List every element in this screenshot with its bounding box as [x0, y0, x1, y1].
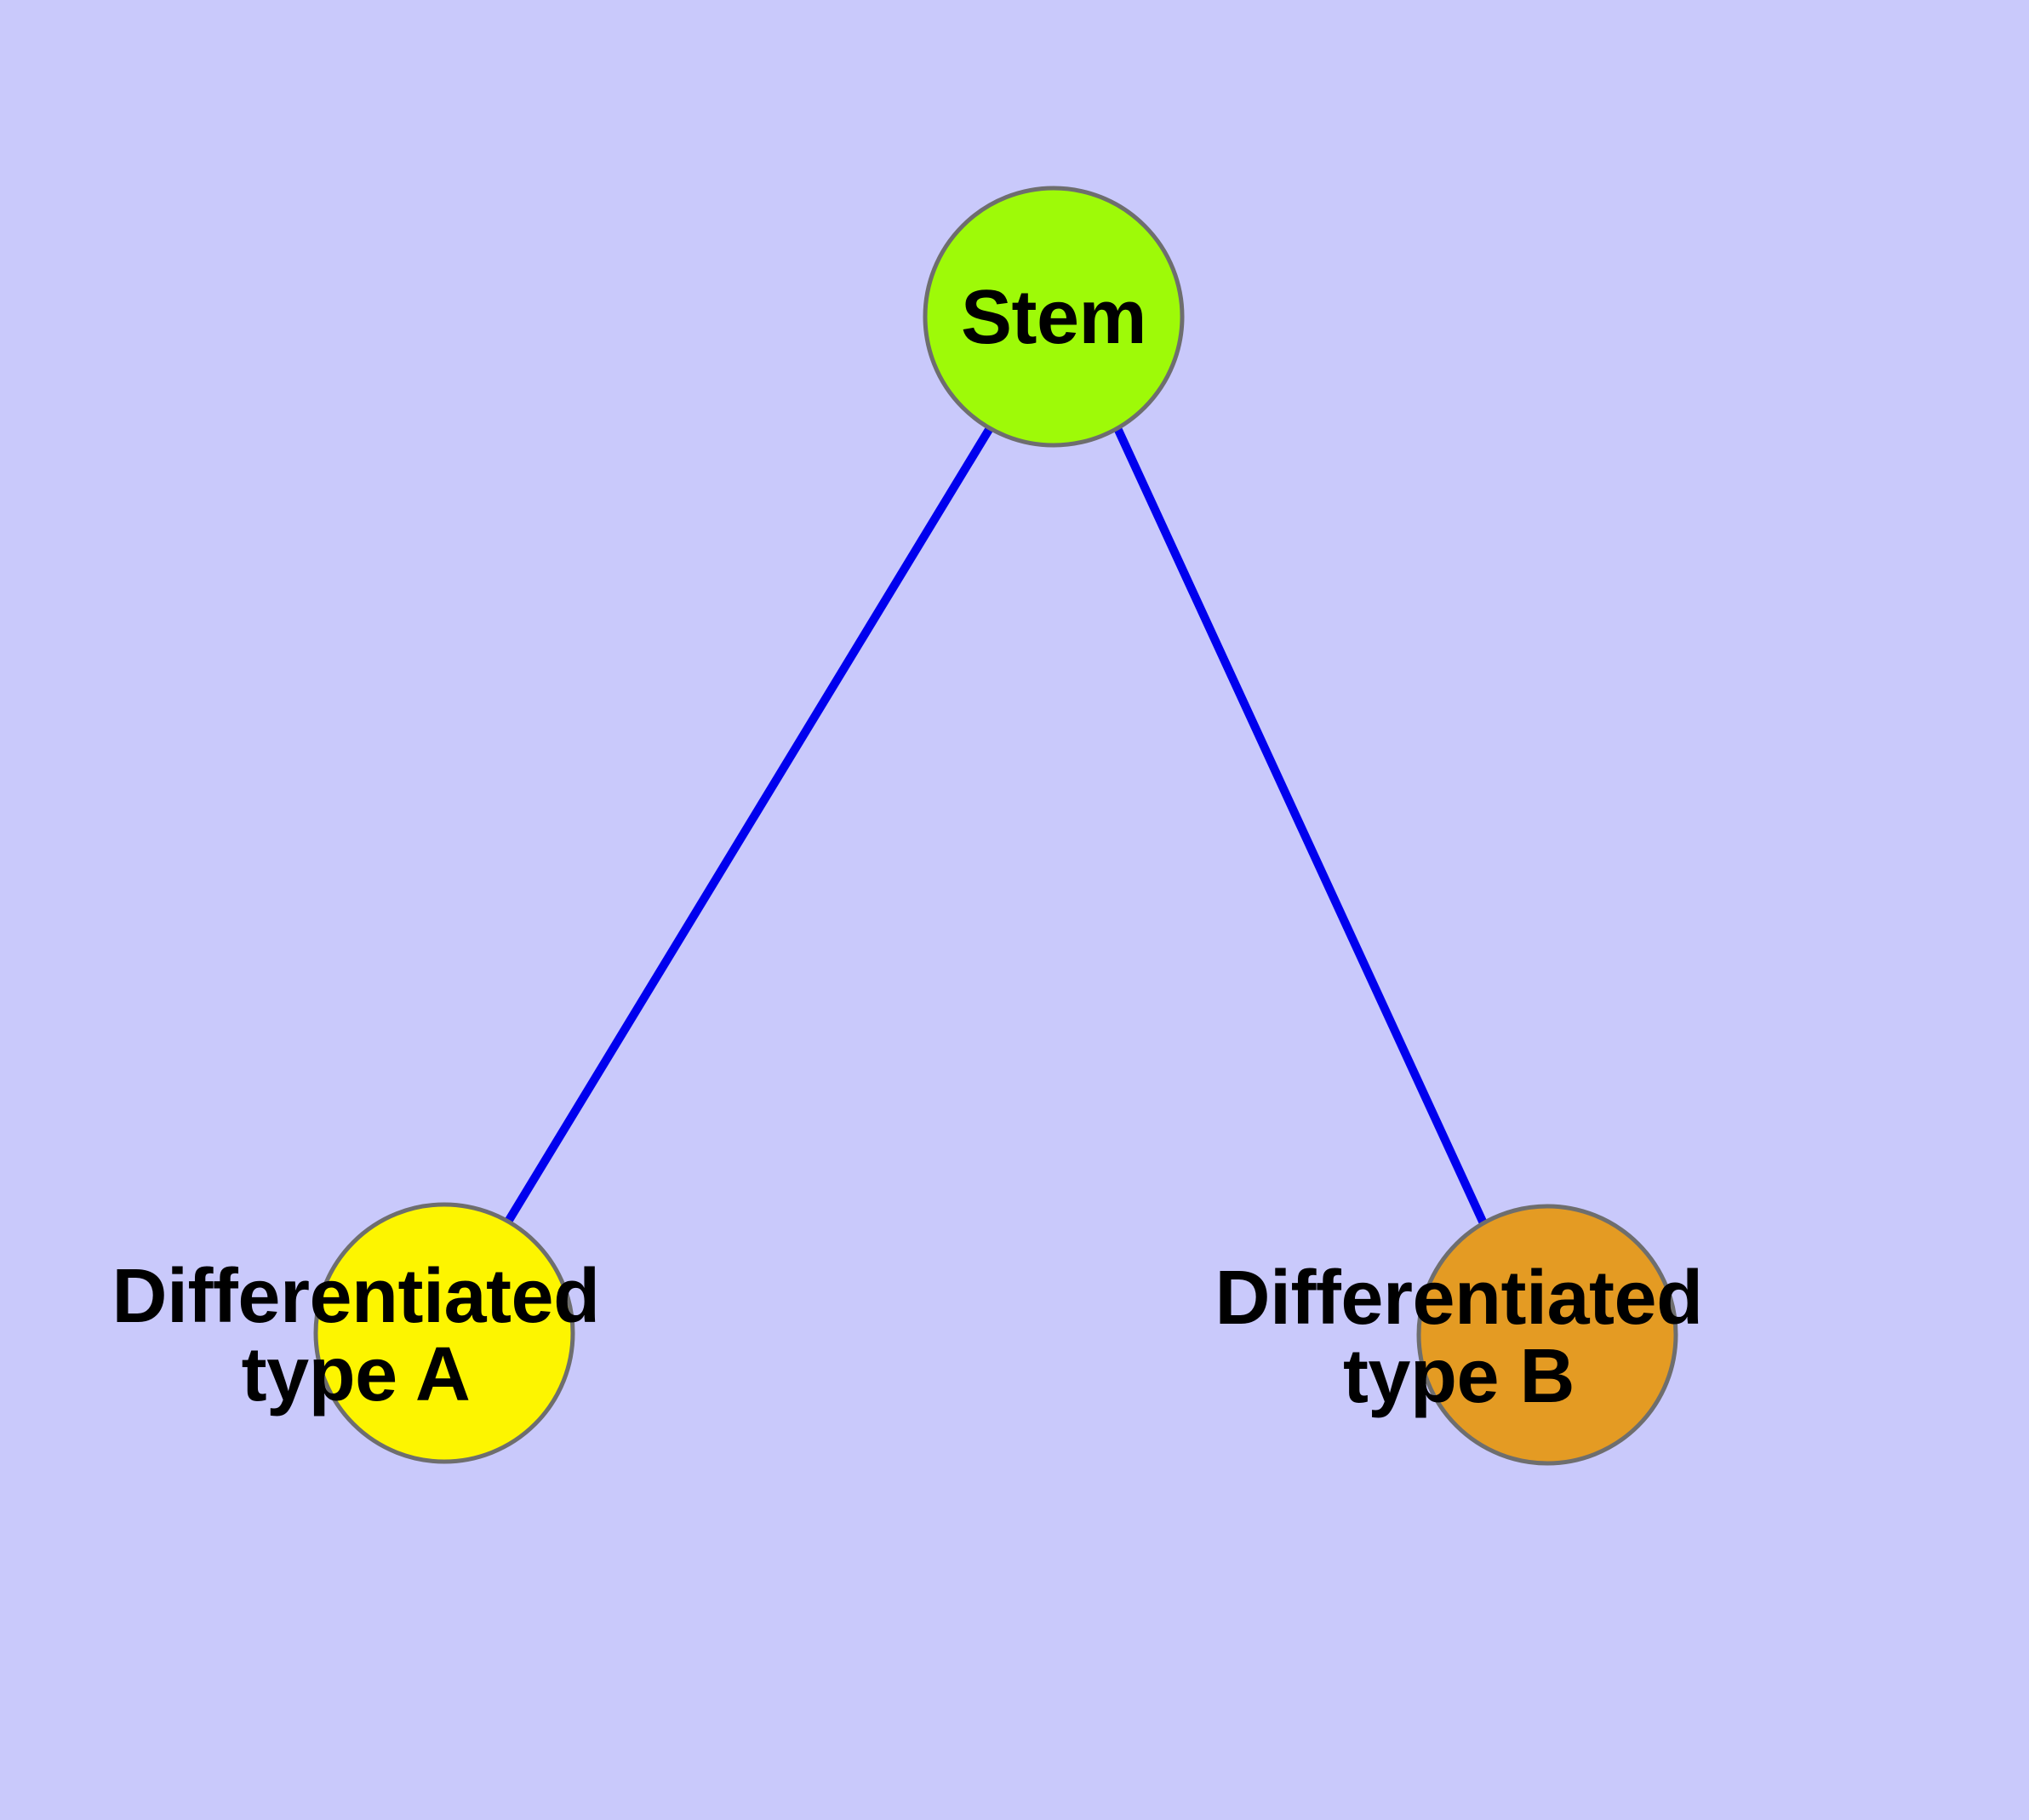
edge-stem-to-differentiated-type-b[interactable]	[1113, 426, 1488, 1226]
edge-layer	[504, 426, 1488, 1226]
node-differentiated-type-b[interactable]	[1416, 1204, 1678, 1466]
node-differentiated-type-a[interactable]	[313, 1202, 575, 1464]
node-stem[interactable]	[923, 186, 1185, 448]
node-layer	[313, 186, 1678, 1466]
edge-stem-to-differentiated-type-a[interactable]	[504, 426, 994, 1224]
